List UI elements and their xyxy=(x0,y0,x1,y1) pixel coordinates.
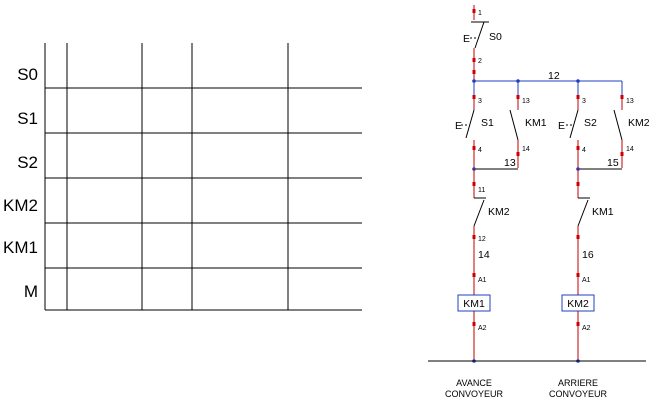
terminal-point xyxy=(472,235,476,239)
km2-aux-contact: 13 KM2 14 xyxy=(613,95,650,168)
row-label-m: M xyxy=(24,282,38,301)
terminal-point xyxy=(576,146,580,150)
s2-e-label: E xyxy=(558,120,565,132)
terminal-point xyxy=(620,95,624,99)
km2-interlock-contact: 11 KM2 12 14 A1 xyxy=(472,169,510,295)
pin-label: 4 xyxy=(478,147,482,154)
km2-aux-blade xyxy=(613,109,623,141)
caption-arriere-line1: ARRIERE xyxy=(558,378,598,388)
s2-label: S2 xyxy=(584,117,597,129)
km1-interlock-blade xyxy=(577,199,589,227)
s1-button: 3 E S1 4 xyxy=(455,95,494,168)
pin-label: A1 xyxy=(478,277,487,284)
km2-aux-label: KM2 xyxy=(628,117,650,129)
row-label-km1: KM1 xyxy=(3,238,38,257)
caption-avance-line1: AVANCE xyxy=(456,378,492,388)
terminal-point xyxy=(472,9,476,13)
caption-avance-line2: CONVOYEUR xyxy=(445,389,504,399)
terminal-point xyxy=(620,152,624,156)
bus-label: 12 xyxy=(548,70,560,82)
km1-coil: KM1 A2 xyxy=(457,294,491,363)
s0-contact xyxy=(474,21,485,49)
terminal-point xyxy=(472,70,476,74)
km2-interlock-label: KM2 xyxy=(488,206,510,218)
km2-interlock-blade xyxy=(473,199,485,227)
row-label-s1: S1 xyxy=(17,109,38,128)
terminal-point xyxy=(472,146,476,150)
pin-label: 14 xyxy=(626,146,634,153)
pin-label: 14 xyxy=(522,146,530,153)
pin-label: 2 xyxy=(478,58,482,65)
km1-aux-label: KM1 xyxy=(525,117,547,129)
terminal-point xyxy=(576,182,580,186)
pin-label: 13 xyxy=(522,98,530,105)
s0-button: 1 E S0 2 xyxy=(463,5,502,80)
wire-14-label: 14 xyxy=(478,249,490,261)
row-label-s2: S2 xyxy=(17,153,38,172)
row-label-km2: KM2 xyxy=(3,196,38,215)
s0-e-label: E xyxy=(463,33,470,45)
s2-button: 3 E S2 4 xyxy=(558,95,597,168)
schematic: 1 E S0 2 12 3 xyxy=(428,5,650,399)
km2-coil: KM2 A2 xyxy=(561,294,595,363)
chronogram: S0 S1 S2 KM2 KM1 M xyxy=(3,43,362,311)
node-15-label: 15 xyxy=(607,157,619,169)
pin-label: 4 xyxy=(582,147,586,154)
pin-label: 3 xyxy=(478,98,482,105)
pin-label: A2 xyxy=(582,325,591,332)
km1-aux-contact: 13 KM1 14 xyxy=(509,95,547,168)
terminal-point xyxy=(472,273,476,277)
terminal-point xyxy=(472,58,476,62)
terminal-point xyxy=(472,95,476,99)
coil-label: KM2 xyxy=(567,298,589,310)
pin-label: 11 xyxy=(478,187,485,194)
s1-e-label: E xyxy=(455,120,462,132)
pin-label: 13 xyxy=(626,98,634,105)
wire-16-label: 16 xyxy=(582,249,594,261)
terminal-point xyxy=(472,322,476,326)
pin-label: A1 xyxy=(582,277,591,284)
s1-contact xyxy=(465,109,475,139)
pin-label: 3 xyxy=(582,98,586,105)
s2-contact xyxy=(569,109,579,139)
terminal-point xyxy=(576,322,580,326)
terminal-point xyxy=(576,95,580,99)
terminal-point xyxy=(576,235,580,239)
pin-label: 1 xyxy=(478,10,482,17)
coil-label: KM1 xyxy=(463,298,485,310)
pin-label: A2 xyxy=(478,325,487,332)
terminal-point xyxy=(516,95,520,99)
row-label-s0: S0 xyxy=(17,65,38,84)
km1-interlock-contact: KM1 16 A1 xyxy=(576,169,614,295)
bus-12: 12 xyxy=(472,70,623,95)
terminal-point xyxy=(516,152,520,156)
km1-interlock-label: KM1 xyxy=(592,206,614,218)
terminal-point xyxy=(472,182,476,186)
pin-label: 12 xyxy=(478,236,486,243)
terminal-point xyxy=(576,273,580,277)
s1-label: S1 xyxy=(481,117,494,129)
caption-arriere-line2: CONVOYEUR xyxy=(549,389,608,399)
km1-aux-blade xyxy=(509,109,519,141)
s0-label: S0 xyxy=(489,31,502,43)
node-13-label: 13 xyxy=(504,157,516,169)
